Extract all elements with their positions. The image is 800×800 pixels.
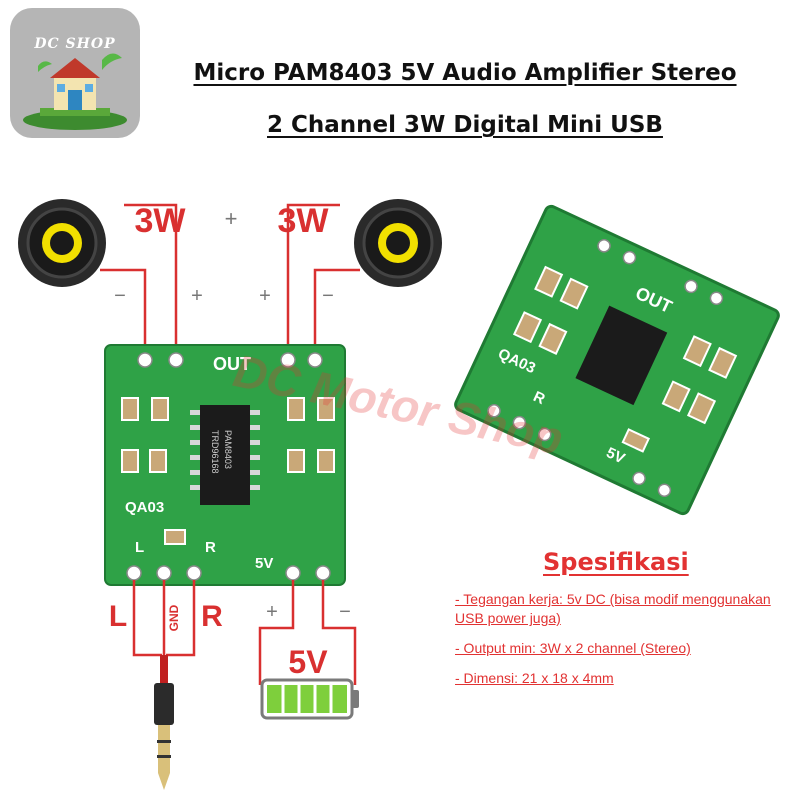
plus-right: + [259, 285, 271, 307]
shop-logo: DC SHOP [10, 8, 140, 138]
input-wires [132, 580, 196, 657]
spec-item: - Dimensi: 21 x 18 x 4mm [455, 670, 614, 686]
input-r-label: R [201, 600, 223, 633]
title-line-2: 2 Channel 3W Digital Mini USB [267, 112, 663, 138]
speaker-right-icon [354, 199, 442, 287]
plus-between: + [225, 206, 238, 231]
power-label-left: 3W [135, 202, 187, 240]
minus-right: − [322, 285, 334, 307]
amplifier-board: OUT PAM8403 TRD96168 QA03 L R 5V [104, 344, 346, 586]
board-photo: OUT QA03 R 5V [454, 204, 780, 516]
logo-brand-text: DC SHOP [34, 36, 116, 52]
spec-item: - Output min: 3W x 2 channel (Stereo) [455, 640, 691, 656]
supply-wires [258, 580, 357, 685]
speaker-wires [100, 203, 360, 352]
board-l-label: L [135, 539, 144, 556]
house-icon [23, 53, 127, 130]
supply-minus: − [339, 601, 351, 623]
input-l-label: L [109, 600, 127, 633]
specs-title: Spesifikasi [543, 548, 689, 576]
minus-left: − [114, 285, 126, 307]
battery-icon [260, 678, 359, 720]
title-line-1: Micro PAM8403 5V Audio Amplifier Stereo [193, 60, 737, 86]
photo-5v-label: 5V [604, 444, 628, 467]
board-model-label: QA03 [125, 499, 164, 516]
plus-left: + [191, 285, 203, 307]
power-label-right: 3W [278, 202, 330, 240]
board-out-label: OUT [213, 354, 251, 374]
audio-jack-icon [154, 655, 174, 790]
chip-marking-2: TRD96168 [210, 430, 220, 474]
chip-marking-1: PAM8403 [223, 430, 233, 469]
input-gnd-label: GND [167, 604, 181, 631]
specs-panel: Spesifikasi - Tegangan kerja: 5v DC (bis… [455, 548, 795, 699]
supply-voltage-label: 5V [288, 644, 328, 680]
speaker-left-icon [18, 199, 106, 287]
supply-plus: + [266, 601, 278, 623]
spec-item: - Tegangan kerja: 5v DC (bisa modif meng… [455, 591, 771, 626]
board-5v-label: 5V [255, 555, 273, 572]
board-r-label: R [205, 539, 216, 556]
specs-list: - Tegangan kerja: 5v DC (bisa modif meng… [455, 590, 795, 688]
